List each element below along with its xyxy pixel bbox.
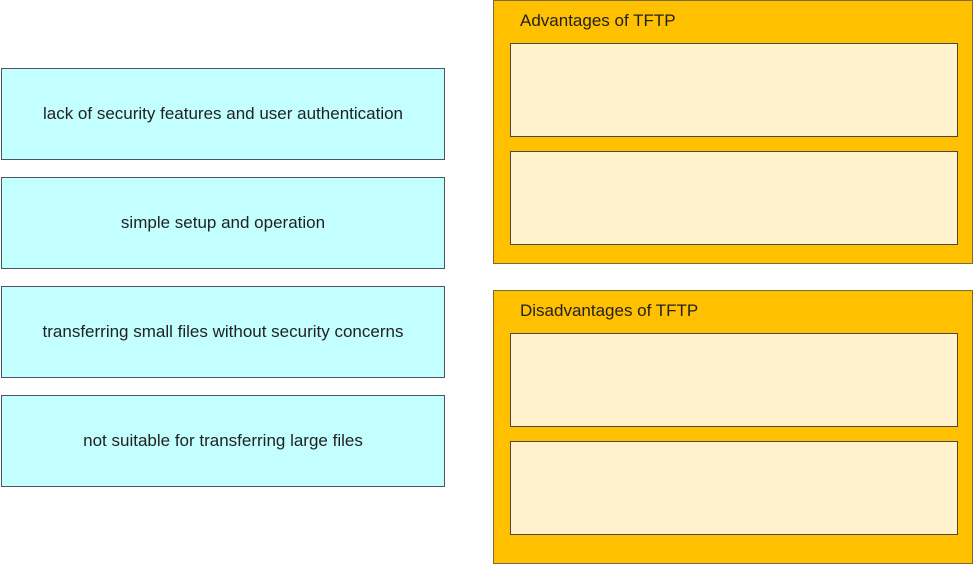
item-label: transferring small files without securit… bbox=[42, 322, 404, 341]
item-label: lack of security features and user authe… bbox=[42, 104, 404, 123]
disadvantages-title: Disadvantages of TFTP bbox=[520, 301, 699, 320]
disadvantages-drop-slot-1[interactable] bbox=[510, 333, 958, 427]
draggable-item-1[interactable]: lack of security features and user authe… bbox=[1, 68, 445, 160]
advantages-group: Advantages of TFTP bbox=[493, 0, 973, 264]
disadvantages-drop-slot-2[interactable] bbox=[510, 441, 958, 535]
draggable-item-3[interactable]: transferring small files without securit… bbox=[1, 286, 445, 378]
advantages-drop-slot-2[interactable] bbox=[510, 151, 958, 245]
disadvantages-group: Disadvantages of TFTP bbox=[493, 290, 973, 564]
draggable-item-2[interactable]: simple setup and operation bbox=[1, 177, 445, 269]
advantages-title: Advantages of TFTP bbox=[520, 11, 676, 30]
item-label: simple setup and operation bbox=[120, 213, 326, 232]
draggable-item-4[interactable]: not suitable for transferring large file… bbox=[1, 395, 445, 487]
advantages-drop-slot-1[interactable] bbox=[510, 43, 958, 137]
item-label: not suitable for transferring large file… bbox=[83, 431, 363, 450]
